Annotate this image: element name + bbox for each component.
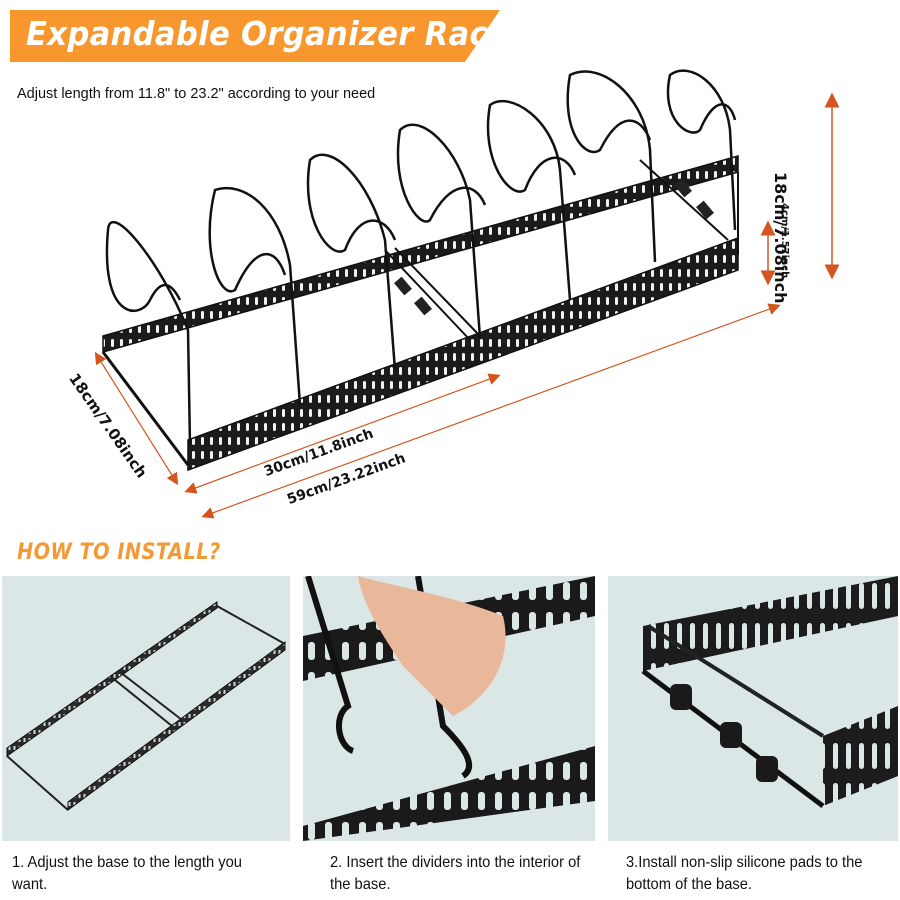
step-2-caption: 2. Insert the dividers into the interior… <box>330 854 581 893</box>
rack-illustration <box>94 69 840 519</box>
step-3-image <box>608 576 898 841</box>
wire-dividers <box>105 69 737 446</box>
subtitle: Adjust length from 11.8" to 23.2" accord… <box>17 86 376 102</box>
step-1-caption: 1. Adjust the base to the length you wan… <box>12 854 242 893</box>
banner-shape <box>10 10 500 62</box>
front-rail <box>187 236 739 472</box>
silicone-pads-icon <box>641 576 898 808</box>
step-3-caption: 3.Install non-slip silicone pads to the … <box>626 854 863 893</box>
expandable-base-icon <box>6 601 286 811</box>
install-section-title: HOW TO INSTALL? <box>17 540 221 565</box>
rail-height-dimension-label: 4cm/1.57inch <box>779 203 790 279</box>
step-2-image <box>303 576 595 841</box>
page-title: Expandable Organizer Rack <box>26 14 509 53</box>
title-banner: Expandable Organizer Rack <box>10 10 508 62</box>
step-1-image <box>2 576 290 841</box>
back-rail <box>102 155 739 353</box>
hand-inserting-divider-icon <box>303 576 595 841</box>
